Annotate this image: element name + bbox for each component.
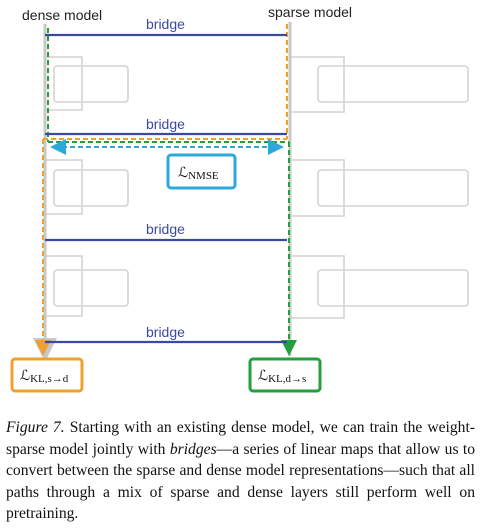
- dense-sublayer-block: [53, 65, 129, 103]
- figure-diagram: dense model sparse model bridge bridge b…: [10, 4, 469, 393]
- dense-layer-block: [45, 159, 83, 215]
- dense-sublayer-block: [53, 169, 129, 207]
- dense-layer-block: [45, 255, 83, 317]
- kl-dense-loss-label: ℒKL,s→d: [20, 369, 69, 385]
- kl-sparse-loss-label: ℒKL,d→s: [258, 369, 306, 385]
- bridge-label: bridge: [146, 116, 185, 132]
- nmse-loss-box: ℒNMSE: [166, 153, 237, 190]
- dense-layer-block: [45, 56, 83, 111]
- bridge-label: bridge: [146, 324, 185, 340]
- dense-sublayer-block: [53, 269, 129, 307]
- sparse-sublayer-block: [317, 269, 469, 307]
- sparse-sublayer-block: [317, 65, 469, 103]
- sparse-layer-block: [290, 255, 345, 319]
- bridge-label: bridge: [146, 16, 185, 32]
- figure-caption: Figure 7. Starting with an existing dens…: [6, 417, 475, 525]
- caption-emphasis: bridges: [169, 440, 217, 458]
- caption-figure-label: Figure 7.: [6, 419, 65, 436]
- dense-layer-blocks: [45, 56, 129, 317]
- bridge-label: bridge: [146, 221, 185, 237]
- caption-text-part1: Starting with an existing dense model, w…: [6, 419, 475, 458]
- sparse-layer-block: [290, 56, 345, 113]
- kl-sparse-loss-box: ℒKL,d→s: [248, 357, 322, 393]
- sparse-sublayer-block: [317, 169, 469, 207]
- sparse-model-title: sparse model: [268, 4, 352, 20]
- dense-model-title: dense model: [22, 7, 102, 23]
- nmse-loss-label: ℒNMSE: [178, 166, 219, 182]
- bridges: bridge bridge bridge bridge: [45, 16, 287, 344]
- sparse-layer-block: [290, 159, 345, 217]
- kl-dense-loss-box: ℒKL,s→d: [10, 357, 84, 393]
- caption-text-part2: —a series of linear maps that allow us t…: [6, 440, 476, 523]
- sparse-layer-blocks: [290, 56, 469, 319]
